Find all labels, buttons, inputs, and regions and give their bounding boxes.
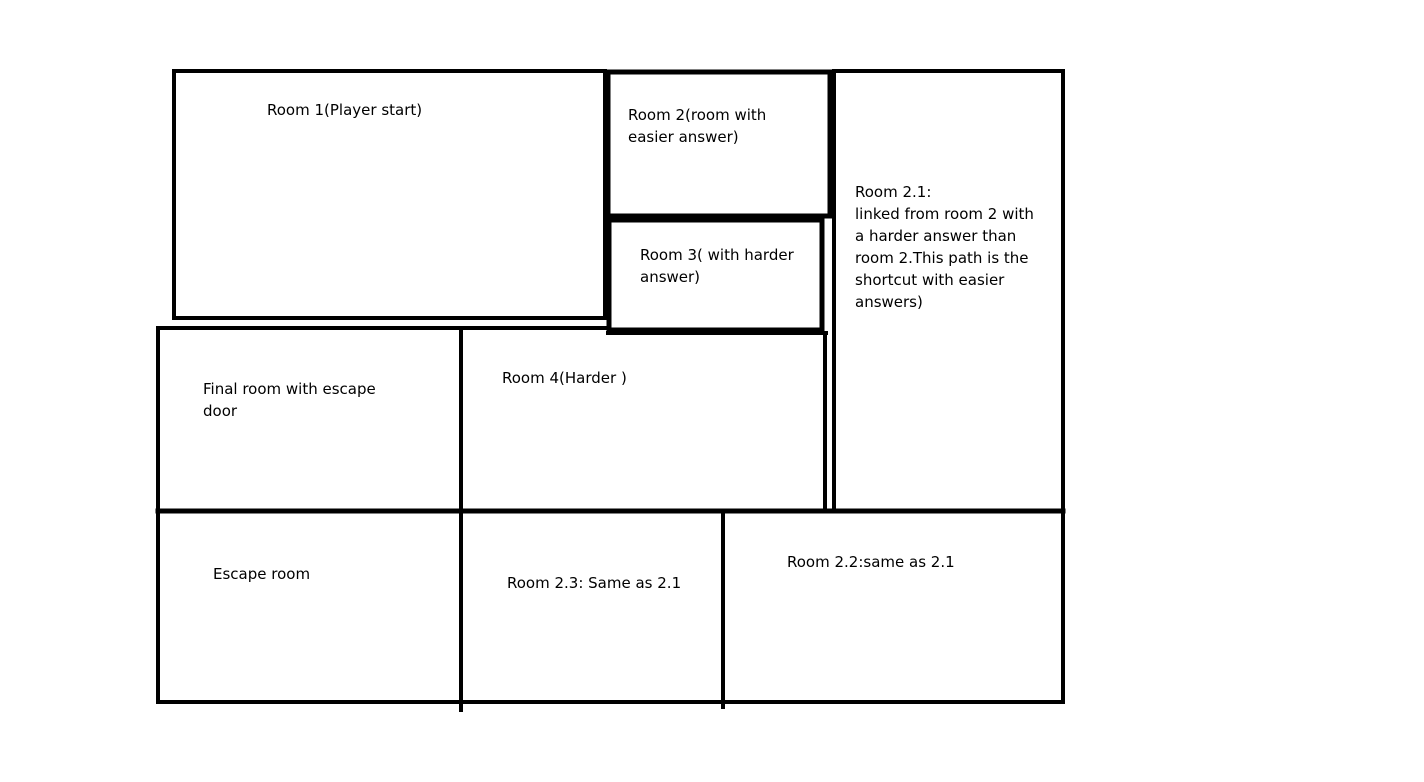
room-1-box <box>172 69 607 320</box>
room-label-line: easier answer) <box>628 128 739 146</box>
room-3-box <box>606 217 825 333</box>
room-2-1-label: Room 2.1: linked from room 2 with a harder… <box>855 183 1034 311</box>
room-2-1-box <box>832 69 1065 513</box>
room-label-line: Escape room <box>213 565 310 583</box>
room-label-line: room 2.This path is the <box>855 249 1029 267</box>
room-label-line: linked from room 2 with <box>855 205 1034 223</box>
room-label-line: Final room with escape <box>203 380 376 398</box>
room-label-line: answer) <box>640 268 700 286</box>
room-label-line: a harder answer than <box>855 227 1016 245</box>
room-label-line: door <box>203 402 238 420</box>
room-2-2-label: Room 2.2:same as 2.1 <box>787 553 955 571</box>
room-label-line: shortcut with easier <box>855 271 1005 289</box>
room-label-line: Room 2.1: <box>855 183 931 201</box>
room-label-line: answers) <box>855 293 923 311</box>
room-2-box <box>605 69 833 219</box>
room-1-label: Room 1(Player start) <box>267 101 422 119</box>
room-2-3-label: Room 2.3: Same as 2.1 <box>507 574 681 592</box>
room-label-line: Room 2.3: Same as 2.1 <box>507 574 681 592</box>
room-2-label: Room 2(room with easier answer) <box>628 106 766 146</box>
room-label-line: Room 1(Player start) <box>267 101 422 119</box>
room-label-line: Room 4(Harder ) <box>502 369 627 387</box>
room-label-line: Room 2(room with <box>628 106 766 124</box>
room-label-line: Room 3( with harder <box>640 246 795 264</box>
room-3-label: Room 3( with harder answer) <box>640 246 795 286</box>
final-room-label: Final room with escape door <box>203 380 376 420</box>
room-label-line: Room 2.2:same as 2.1 <box>787 553 955 571</box>
escape-room-label: Escape room <box>213 565 310 583</box>
room-4-label: Room 4(Harder ) <box>502 369 627 387</box>
